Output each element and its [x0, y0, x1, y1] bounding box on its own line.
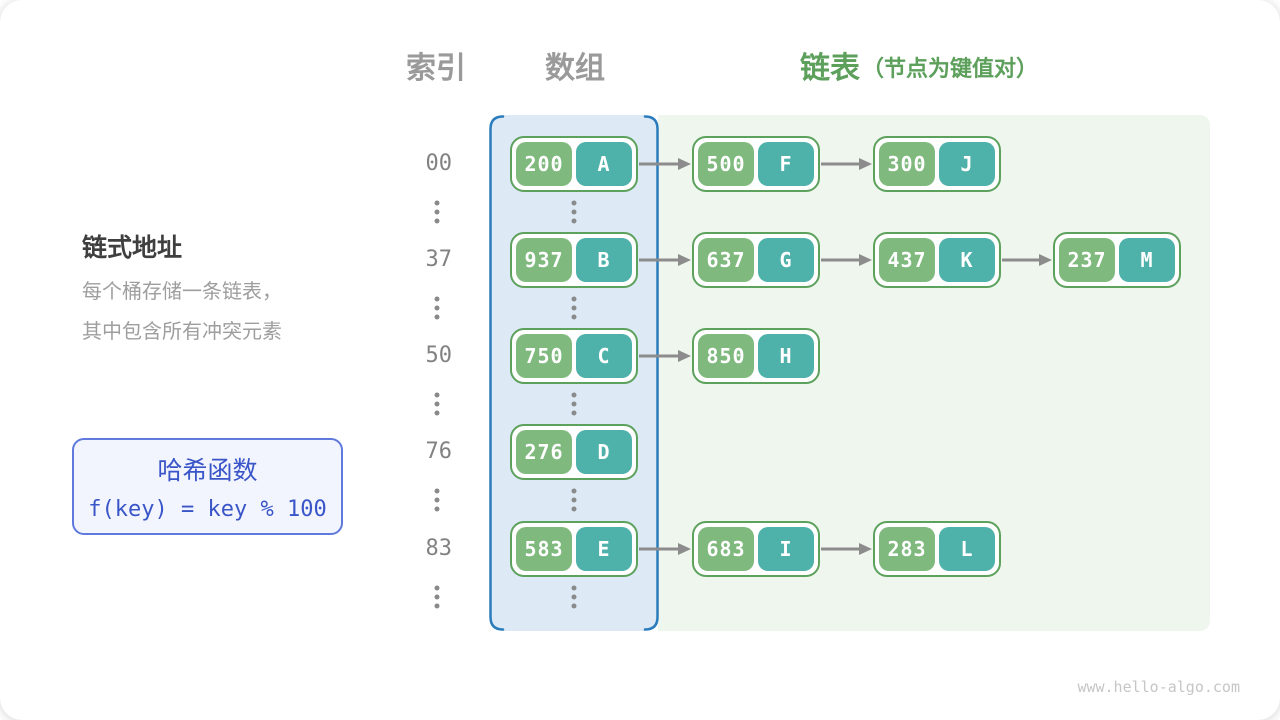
value-cell: I [758, 527, 814, 571]
dot [434, 497, 440, 503]
value-cell: C [576, 334, 632, 378]
dot [571, 410, 577, 416]
description-line: 其中包含所有冲突元素 [82, 321, 282, 343]
key-cell: 437 [879, 238, 935, 282]
value-cell: F [758, 142, 814, 186]
value-cell: M [1119, 238, 1175, 282]
index-label: 83 [425, 536, 453, 561]
dot [571, 603, 577, 609]
value-cell: K [939, 238, 995, 282]
index-label: 00 [425, 151, 453, 176]
value-cell: B [576, 238, 632, 282]
dot [434, 209, 440, 215]
ellipsis-dots [434, 200, 440, 224]
dot [571, 305, 577, 311]
ellipsis-dots [434, 585, 440, 609]
dot [571, 392, 577, 398]
index-label: 50 [425, 343, 453, 368]
dot [571, 506, 577, 512]
dot [571, 401, 577, 407]
dot [571, 200, 577, 206]
ellipsis-dots [571, 392, 577, 416]
list-header-title: 链表 [800, 52, 860, 85]
dot [571, 585, 577, 591]
dot [571, 314, 577, 320]
key-cell: 937 [516, 238, 572, 282]
dot [434, 410, 440, 416]
dot [434, 392, 440, 398]
dot [571, 296, 577, 302]
key-cell: 683 [698, 527, 754, 571]
ellipsis-dots [571, 585, 577, 609]
column-header-list: 链表 （节点为键值对） [800, 52, 1038, 86]
section-description: 每个桶存储一条链表， 其中包含所有冲突元素 [82, 272, 282, 352]
key-cell: 500 [698, 142, 754, 186]
ellipsis-dots [434, 392, 440, 416]
key-cell: 283 [879, 527, 935, 571]
dot [434, 488, 440, 494]
key-cell: 300 [879, 142, 935, 186]
hash-function-box: 哈希函数 f(key) = key % 100 [72, 438, 343, 535]
value-cell: G [758, 238, 814, 282]
index-label: 37 [425, 247, 453, 272]
dot [571, 488, 577, 494]
value-cell: J [939, 142, 995, 186]
key-cell: 583 [516, 527, 572, 571]
key-cell: 750 [516, 334, 572, 378]
hash-function-formula: f(key) = key % 100 [88, 496, 327, 522]
dot [434, 218, 440, 224]
value-cell: A [576, 142, 632, 186]
dot [434, 585, 440, 591]
ellipsis-dots [434, 296, 440, 320]
dot [434, 594, 440, 600]
key-cell: 237 [1059, 238, 1115, 282]
section-title: 链式地址 [82, 234, 183, 262]
description-line: 每个桶存储一条链表， [82, 281, 282, 303]
key-cell: 850 [698, 334, 754, 378]
dot [571, 497, 577, 503]
dot [434, 314, 440, 320]
index-label: 76 [425, 439, 453, 464]
list-header-note: （节点为键值对） [862, 56, 1039, 81]
key-cell: 200 [516, 142, 572, 186]
dot [434, 603, 440, 609]
ellipsis-dots [571, 488, 577, 512]
ellipsis-dots [434, 488, 440, 512]
dot [434, 305, 440, 311]
column-header-index: 索引 [406, 52, 466, 85]
dot [571, 209, 577, 215]
dot [571, 594, 577, 600]
watermark: www.hello-algo.com [1077, 678, 1240, 696]
ellipsis-dots [571, 296, 577, 320]
dot [434, 401, 440, 407]
key-cell: 276 [516, 430, 572, 474]
dot [571, 218, 577, 224]
dot [434, 506, 440, 512]
value-cell: L [939, 527, 995, 571]
value-cell: H [758, 334, 814, 378]
dot [434, 296, 440, 302]
ellipsis-dots [571, 200, 577, 224]
key-cell: 637 [698, 238, 754, 282]
column-header-array: 数组 [545, 52, 605, 85]
value-cell: E [576, 527, 632, 571]
value-cell: D [576, 430, 632, 474]
dot [434, 200, 440, 206]
hash-function-title: 哈希函数 [157, 457, 258, 486]
